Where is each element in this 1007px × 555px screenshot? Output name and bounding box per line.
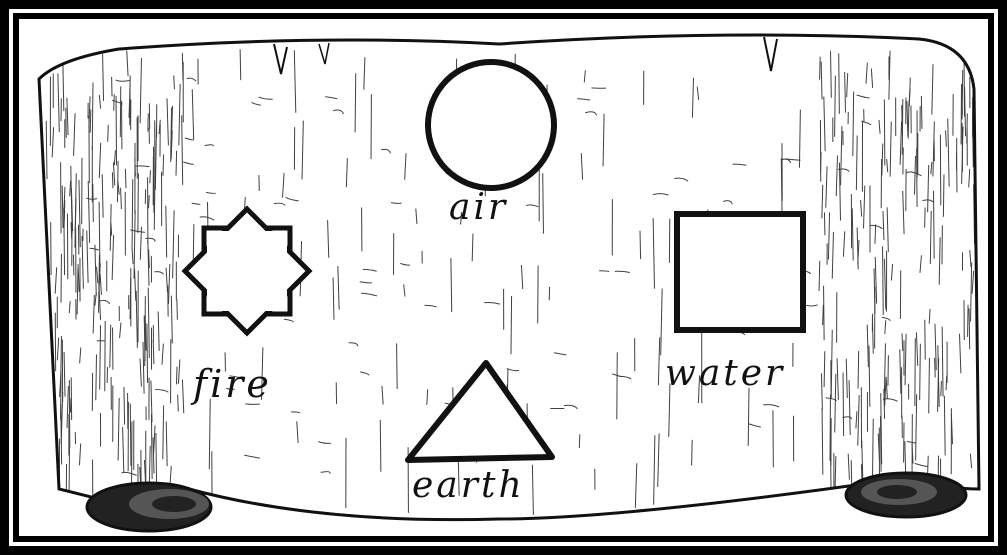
hatch-stroke bbox=[176, 367, 177, 385]
hatch-stroke bbox=[824, 351, 825, 387]
hatch-stroke bbox=[875, 224, 876, 243]
hatch-stroke bbox=[397, 343, 398, 389]
hatch-stroke bbox=[380, 420, 381, 472]
water-label: water bbox=[665, 353, 785, 394]
hatch-stroke bbox=[511, 296, 512, 354]
hatch-stroke bbox=[935, 358, 936, 378]
hatch-stroke bbox=[48, 442, 49, 469]
hatch-stroke bbox=[149, 250, 150, 269]
hatch-stroke bbox=[182, 53, 183, 80]
hatch-stroke bbox=[925, 320, 926, 360]
hatch-stroke bbox=[69, 447, 70, 512]
hatch-stroke bbox=[43, 238, 44, 293]
hatch-stroke bbox=[640, 231, 641, 260]
hatch-stroke bbox=[153, 340, 154, 364]
hatch-stroke bbox=[943, 175, 944, 217]
parchment-scroll-illustration bbox=[19, 19, 988, 536]
hatch-stroke bbox=[132, 179, 133, 249]
hatch-stroke bbox=[355, 73, 356, 132]
hatch-stroke bbox=[151, 414, 152, 479]
hatch-stroke bbox=[45, 315, 46, 341]
hatch-stroke bbox=[70, 398, 71, 413]
hatch-stroke bbox=[820, 57, 821, 80]
hatch-stroke bbox=[177, 299, 178, 320]
air-label: air bbox=[449, 187, 508, 228]
hatch-stroke bbox=[858, 351, 859, 389]
hatch-stroke bbox=[967, 113, 968, 143]
hatch-stroke bbox=[147, 324, 148, 383]
hatch-stroke bbox=[112, 172, 113, 188]
hatch-stroke bbox=[902, 105, 903, 135]
earth-label: earth bbox=[412, 465, 525, 506]
hatch-stroke bbox=[178, 395, 179, 412]
hatch-stroke bbox=[93, 184, 94, 222]
hatch-stroke bbox=[692, 440, 693, 466]
hatch-stroke bbox=[839, 54, 840, 114]
hatch-stroke bbox=[928, 456, 929, 473]
illustration-canvas: air fire water earth bbox=[19, 19, 988, 536]
hatch-stroke bbox=[920, 344, 921, 400]
hatch-stroke bbox=[96, 355, 97, 401]
hatch-stroke bbox=[125, 169, 126, 188]
hatch-stroke bbox=[135, 158, 136, 177]
fire-label: fire bbox=[193, 362, 272, 406]
hatch-stroke bbox=[150, 170, 151, 183]
hatch-stroke bbox=[44, 378, 45, 443]
hatch-stroke bbox=[50, 419, 51, 439]
hatch-stroke bbox=[941, 381, 942, 396]
hatch-stroke bbox=[819, 261, 820, 291]
hatch-stroke bbox=[883, 246, 884, 315]
hatch-stroke bbox=[946, 376, 947, 391]
hatch-stroke bbox=[174, 75, 175, 89]
hatch-stroke bbox=[176, 151, 177, 176]
hatch-stroke bbox=[934, 191, 935, 259]
air-circle bbox=[428, 62, 554, 188]
hatch-stroke bbox=[117, 161, 118, 202]
hatch-stroke bbox=[51, 418, 52, 488]
hatch-stroke bbox=[47, 457, 48, 495]
hatch-stroke bbox=[824, 286, 825, 340]
hatch-stroke bbox=[962, 70, 963, 119]
hatch-stroke bbox=[921, 96, 922, 129]
hatch-stroke bbox=[50, 443, 51, 513]
hatch-stroke bbox=[108, 125, 109, 142]
hatch-stroke bbox=[902, 333, 903, 351]
hatch-stroke bbox=[130, 404, 131, 466]
hatch-stroke bbox=[969, 308, 970, 349]
hatch-stroke bbox=[124, 387, 125, 425]
fire-star bbox=[185, 209, 309, 333]
hatch-stroke bbox=[843, 373, 844, 436]
hatch-stroke bbox=[240, 49, 241, 80]
right-roll bbox=[846, 473, 966, 517]
hatch-stroke bbox=[163, 154, 164, 175]
water-square bbox=[677, 214, 803, 330]
hatch-stroke bbox=[90, 109, 91, 132]
left-roll bbox=[87, 483, 211, 531]
